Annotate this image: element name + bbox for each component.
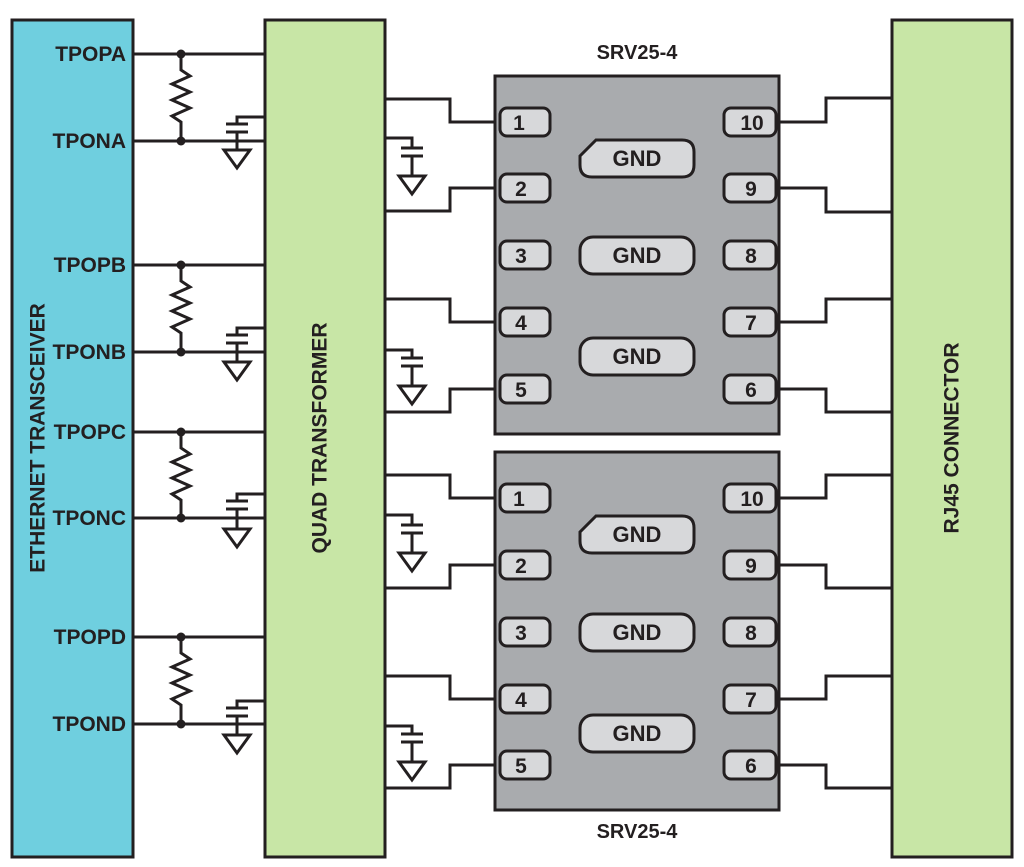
srv25-4-bottom-chip: SRV25-4 1 2 3 4 5 10 9 8 7 6 GND GND GND: [493, 450, 781, 843]
signal-label-tpopd: TPOPD: [54, 626, 126, 649]
srv-top-pin-9-label: 9: [745, 178, 757, 201]
srv-top-pin-5-label: 5: [515, 379, 527, 402]
srv-rj45-wires: [776, 96, 892, 790]
srv-bottom-pin-1: [498, 482, 552, 514]
srv-top-pin-3-label: 3: [515, 245, 527, 268]
transformer-srv-top-wires: [385, 97, 500, 414]
srv-bottom-pin-8-label: 8: [745, 622, 757, 645]
transceiver-transformer-wires: [133, 52, 265, 726]
srv-bottom-pin-2: [498, 549, 552, 581]
srv-top-pin-1-label: 1: [513, 112, 525, 135]
termination-resistor-c: [168, 427, 194, 523]
srv-top-pin-6: [722, 373, 778, 405]
srv-bottom-pin-3: [498, 616, 552, 648]
termination-resistor-a: [168, 49, 194, 146]
quad-transformer-body: [263, 18, 387, 859]
signal-label-tponc: TPONC: [53, 507, 127, 530]
termination-resistor-b: [168, 260, 194, 357]
srv-bottom-pin-6-label: 6: [745, 755, 757, 778]
srv-bottom-pin-8: [722, 616, 778, 648]
srv-top-gnd-pad-3: [578, 336, 696, 377]
srv25-4-top-chip: SRV25-4 1 2 3 4 5 10 9 8 7 6 GND GND GND: [493, 42, 781, 436]
quad-transformer-label: QUAD TRANSFORMER: [309, 323, 332, 554]
srv-bottom-pin-5: [498, 749, 552, 781]
srv-top-pin-2-label: 2: [515, 178, 527, 201]
srv-top-gnd-pad-2: [578, 235, 696, 276]
rj45-connector-label: RJ45 CONNECTOR: [941, 343, 964, 534]
srv-top-label: SRV25-4: [597, 42, 679, 64]
signal-label-tpond: TPOND: [53, 713, 127, 736]
center-tap-capacitor-a: [221, 115, 265, 171]
center-tap-capacitor-d: [221, 699, 265, 756]
srv-bottom-pin-1-label: 1: [513, 488, 525, 511]
srv-top-gnd-label-2: GND: [613, 243, 662, 268]
srv-bottom-pin-9-label: 9: [745, 555, 757, 578]
signal-label-tpona: TPONA: [53, 130, 127, 153]
srv-bottom-pin-9: [722, 549, 778, 581]
srv-bottom-pin-4-label: 4: [515, 689, 527, 712]
srv-bottom-gnd-pad-1: [578, 514, 696, 555]
transformer-capacitor-bottom-1: [385, 513, 428, 574]
srv-top-gnd-label-1: GND: [613, 146, 662, 171]
ethernet-transceiver-label: ETHERNET TRANSCEIVER: [27, 303, 50, 573]
srv-top-pin-2: [498, 172, 552, 204]
srv-bottom-gnd-label-2: GND: [613, 620, 662, 645]
transceiver-signal-labels: TPOPA TPONA TPOPB TPONB TPOPC TPONC TPOP…: [53, 43, 127, 736]
transformer-srv-bottom-wires: [385, 473, 500, 790]
signal-label-tponb: TPONB: [53, 341, 127, 364]
rj45-connector-block: RJ45 CONNECTOR: [890, 18, 1014, 859]
ethernet-transceiver-block: ETHERNET TRANSCEIVER: [10, 18, 135, 859]
srv-bottom-pin-4: [498, 683, 552, 715]
srv-bottom-gnd-label-1: GND: [613, 522, 662, 547]
transformer-capacitor-top-2: [385, 348, 428, 407]
rj45-connector-body: [890, 18, 1014, 859]
srv-top-pin-4: [498, 306, 552, 338]
srv-bottom-pin-7-label: 7: [745, 689, 757, 712]
srv-top-pin-5: [498, 373, 552, 405]
srv-bottom-gnd-pad-3: [578, 713, 696, 754]
srv-top-pin-8-label: 8: [745, 245, 757, 268]
srv-bottom-pin-2-label: 2: [515, 555, 527, 578]
center-tap-capacitor-b: [221, 326, 265, 383]
center-tap-capacitor-c: [221, 492, 265, 550]
signal-label-tpopb: TPOPB: [54, 254, 126, 277]
transformer-capacitor-bottom-2: [385, 724, 428, 783]
signal-label-tpopc: TPOPC: [54, 421, 126, 444]
srv-bottom-pin-10: [722, 482, 778, 514]
srv-top-pin-7-label: 7: [745, 312, 757, 335]
srv-top-pin-8: [722, 239, 778, 271]
termination-resistor-d: [168, 632, 194, 729]
srv-top-pin-3: [498, 239, 552, 271]
srv-bottom-gnd-label-3: GND: [613, 721, 662, 746]
srv-bottom-gnd-pad-2: [578, 612, 696, 653]
quad-transformer-block: QUAD TRANSFORMER: [263, 18, 387, 859]
srv-bottom-pin-10-label: 10: [740, 488, 763, 511]
srv-bottom-pin-6: [722, 749, 778, 781]
ethernet-transceiver-body: [10, 18, 135, 859]
srv-bottom-pin-3-label: 3: [515, 622, 527, 645]
srv-bottom-pin-7: [722, 683, 778, 715]
srv-top-pin-6-label: 6: [745, 379, 757, 402]
signal-label-tpopa: TPOPA: [55, 43, 126, 66]
srv-top-pin-10: [722, 106, 778, 138]
srv-top-pin-4-label: 4: [515, 312, 527, 335]
srv-top-pin-9: [722, 172, 778, 204]
srv-top-gnd-label-3: GND: [613, 344, 662, 369]
srv-bottom-pin-5-label: 5: [515, 755, 527, 778]
srv-top-pin-1: [498, 106, 552, 138]
srv-bottom-label: SRV25-4: [597, 821, 679, 843]
srv-top-pin-10-label: 10: [740, 112, 763, 135]
srv-top-gnd-pad-1: [578, 138, 696, 179]
transformer-capacitor-top-1: [385, 136, 428, 197]
srv-top-pin-7: [722, 306, 778, 338]
